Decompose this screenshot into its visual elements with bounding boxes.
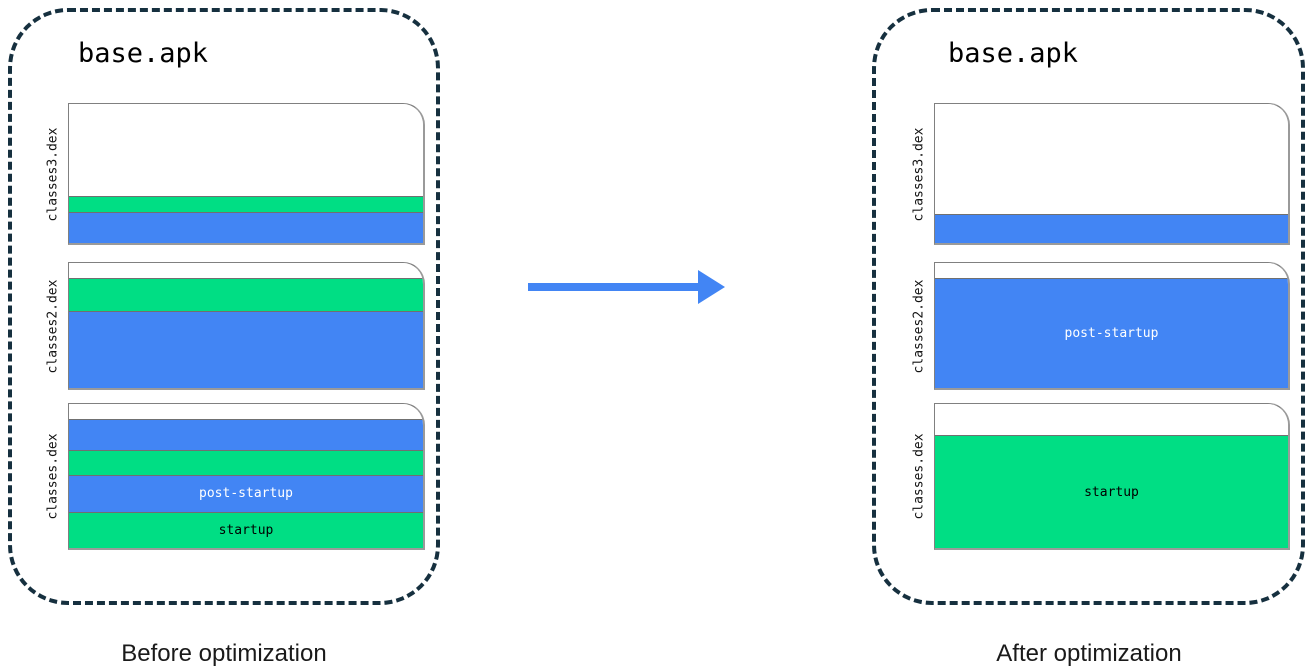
dex-segment-empty	[69, 404, 423, 419]
dex-file-box	[68, 262, 425, 390]
dex-file-box: post-startup	[934, 262, 1290, 390]
dex-file-label: classes.dex	[911, 433, 927, 520]
dex-file-label: classes2.dex	[911, 279, 927, 373]
caption-after: After optimization	[996, 640, 1182, 667]
dex-segment-empty	[935, 104, 1288, 214]
dex-file-block: classes3.dex	[42, 103, 425, 245]
dex-segment-startup	[69, 450, 423, 475]
dex-segment-label: startup	[218, 522, 274, 538]
apk-container-before	[8, 8, 440, 605]
apk-title-before: base.apk	[78, 38, 209, 69]
dex-segment-startup	[69, 196, 423, 212]
dex-segment-label: post-startup	[199, 486, 293, 502]
dex-segment-empty	[69, 104, 423, 197]
dex-segment-post-startup: post-startup	[935, 277, 1288, 388]
dex-segment-post-startup	[69, 310, 423, 388]
dex-segment-post-startup	[935, 213, 1288, 243]
optimization-arrow	[520, 262, 730, 312]
dex-file-label: classes3.dex	[45, 127, 61, 221]
dex-segment-empty	[935, 263, 1288, 278]
dex-segment-empty	[935, 404, 1288, 436]
dex-segment-post-startup	[69, 211, 423, 243]
dex-segment-post-startup: post-startup	[69, 474, 423, 512]
dex-file-label: classes3.dex	[911, 127, 927, 221]
dex-file-label: classes.dex	[45, 433, 61, 520]
dex-segment-label: startup	[1084, 484, 1139, 500]
arrow-right-icon	[528, 270, 725, 304]
dex-segment-startup: startup	[935, 435, 1288, 548]
dex-segment-startup: startup	[69, 511, 423, 548]
dex-file-block: classes2.dex	[42, 262, 425, 390]
dex-file-box: post-startup startup	[68, 403, 425, 550]
dex-file-label: classes2.dex	[45, 279, 61, 373]
dex-segment-post-startup	[69, 418, 423, 451]
dex-segment-empty	[69, 263, 423, 278]
dex-segment-startup	[69, 277, 423, 311]
dex-file-block: classes.dex post-startup startup	[42, 403, 425, 550]
dex-file-box	[68, 103, 425, 245]
dex-file-block: classes.dex startup	[908, 403, 1290, 550]
caption-before: Before optimization	[121, 640, 327, 667]
dex-segment-label: post-startup	[1064, 325, 1159, 341]
apk-title-after: base.apk	[948, 38, 1079, 69]
dex-file-block: classes2.dex post-startup	[908, 262, 1290, 390]
dex-file-box: startup	[934, 403, 1290, 550]
apk-container-after	[872, 8, 1305, 605]
dex-file-block: classes3.dex	[908, 103, 1290, 245]
dex-file-box	[934, 103, 1290, 245]
